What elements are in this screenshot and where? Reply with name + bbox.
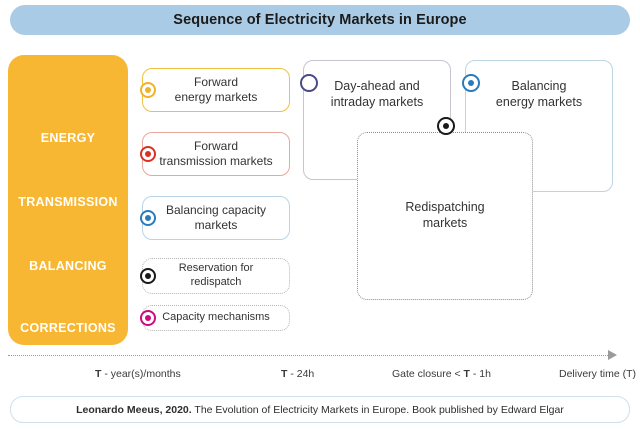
footer-citation: Leonardo Meeus, 2020. The Evolution of E… <box>76 404 564 416</box>
marker-dot <box>145 151 151 157</box>
market-label-forward-transmission: Forward transmission markets <box>159 139 273 168</box>
market-label-forward-energy: Forward energy markets <box>174 75 258 104</box>
marker-dot <box>145 315 151 321</box>
market-label-day-ahead-intraday: Day-ahead and intraday markets <box>330 79 424 109</box>
market-label-reservation-for-redispatch: Reservation for redispatch <box>178 262 254 288</box>
marker-dot <box>468 80 474 86</box>
marker-circle-icon-capacity-mechanisms <box>140 310 156 326</box>
market-label-balancing-energy: Balancing energy markets <box>495 79 583 109</box>
market-box-reservation-for-redispatch[interactable]: Reservation for redispatch <box>142 258 290 294</box>
marker-circle-icon-balancing-energy <box>462 74 480 92</box>
market-box-balancing-capacity[interactable]: Balancing capacity markets <box>142 196 290 240</box>
marker-dot <box>443 123 449 129</box>
footer-author: Leonardo Meeus, 2020. <box>76 403 192 416</box>
market-box-forward-energy[interactable]: Forward energy markets <box>142 68 290 112</box>
header-bar: Sequence of Electricity Markets in Europ… <box>10 5 630 35</box>
marker-circle-icon-reservation <box>140 268 156 284</box>
market-box-capacity-mechanisms[interactable]: Capacity mechanisms <box>142 305 290 331</box>
marker-circle-icon-balancing-capacity <box>140 210 156 226</box>
timeline-label-0: T - year(s)/months <box>95 368 181 380</box>
category-label-transmission: TRANSMISSION <box>18 195 118 209</box>
category-label-balancing: BALANCING <box>29 259 107 273</box>
marker-dot <box>306 80 312 86</box>
category-label-corrections: CORRECTIONS <box>20 321 116 335</box>
market-label-redispatching: Redispatching markets <box>405 200 485 230</box>
page-title: Sequence of Electricity Markets in Europ… <box>173 12 467 28</box>
timeline-label-2: Gate closure < T - 1h <box>392 368 491 380</box>
marker-dot <box>145 273 151 279</box>
timeline-arrow-icon <box>608 350 617 360</box>
marker-circle-icon-forward-transmission <box>140 146 156 162</box>
timeline-label-1: T - 24h <box>281 368 315 380</box>
marker-circle-icon-redispatching <box>437 117 455 135</box>
market-label-capacity-mechanisms: Capacity mechanisms <box>162 311 270 324</box>
marker-dot <box>145 87 151 93</box>
marker-circle-icon-forward-energy <box>140 82 156 98</box>
market-label-balancing-capacity: Balancing capacity markets <box>165 203 267 232</box>
timeline-axis <box>8 355 610 356</box>
footer-citation-box: Leonardo Meeus, 2020. The Evolution of E… <box>10 396 630 423</box>
footer-citation-rest: The Evolution of Electricity Markets in … <box>191 403 564 416</box>
marker-dot <box>145 215 151 221</box>
category-panel: ENERGY TRANSMISSION BALANCING CORRECTION… <box>8 55 128 345</box>
market-box-redispatching[interactable]: Redispatching markets <box>357 132 533 300</box>
timeline-label-3: Delivery time (T) <box>559 368 637 380</box>
category-label-energy: ENERGY <box>40 131 96 145</box>
market-box-forward-transmission[interactable]: Forward transmission markets <box>142 132 290 176</box>
marker-circle-icon-day-ahead <box>300 74 318 92</box>
